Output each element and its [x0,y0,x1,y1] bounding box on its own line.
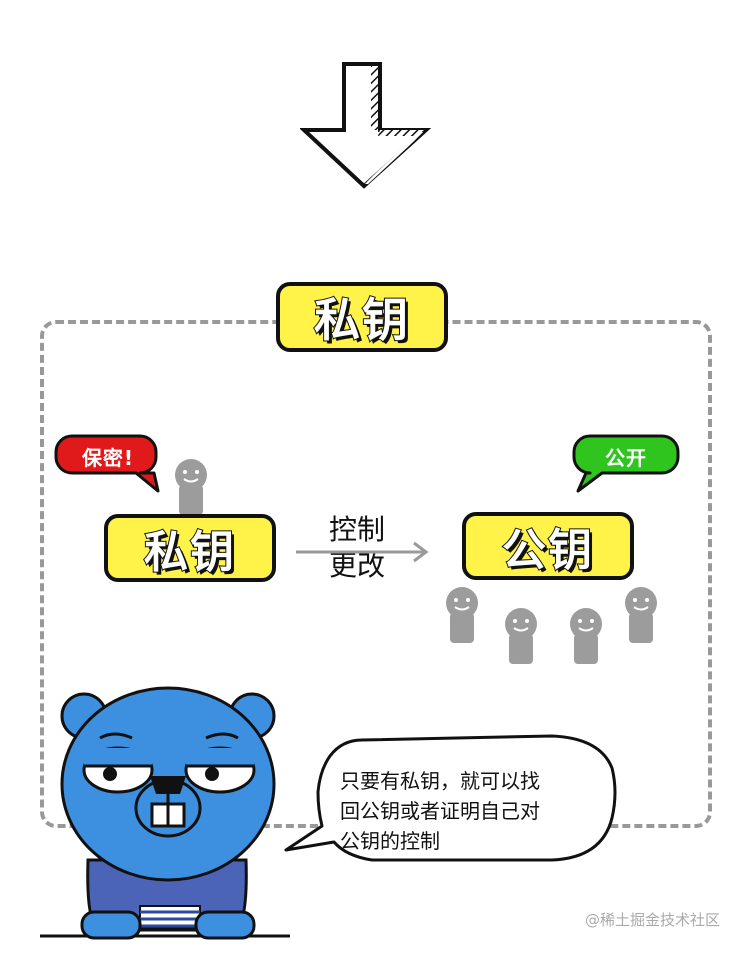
watermark: @稀土掘金技术社区 [585,911,721,929]
arrow-label-line2: 更改 [328,549,385,582]
speech-text: 只要有私钥，就可以找 回公钥或者证明自己对 公钥的控制 [340,766,586,856]
speech-line: 公钥的控制 [340,829,440,853]
secret-bubble-label: 保密! [81,445,135,470]
person-icon [625,587,657,643]
person-icon [570,608,602,664]
speech-line: 回公钥或者证明自己对 [340,799,540,823]
arrow-label-line1: 控制 [328,513,385,546]
page-title: 私钥 [276,282,448,352]
person-icon [505,608,537,664]
person-icon [175,459,207,515]
arrow-label: 控制 更改 [320,512,394,584]
right-arrow-icon [296,541,429,563]
speech-line: 只要有私钥，就可以找 [340,769,540,793]
speech-bubble [284,734,617,862]
private-key-box: 私钥 [104,514,276,582]
person-icon [446,587,478,643]
public-key-box: 公钥 [462,512,634,580]
public-bubble-label: 公开 [605,445,647,470]
gopher-mascot [40,686,290,940]
public-speech-bubble [572,434,680,493]
secret-speech-bubble [54,434,160,493]
down-arrow-icon [300,62,432,189]
